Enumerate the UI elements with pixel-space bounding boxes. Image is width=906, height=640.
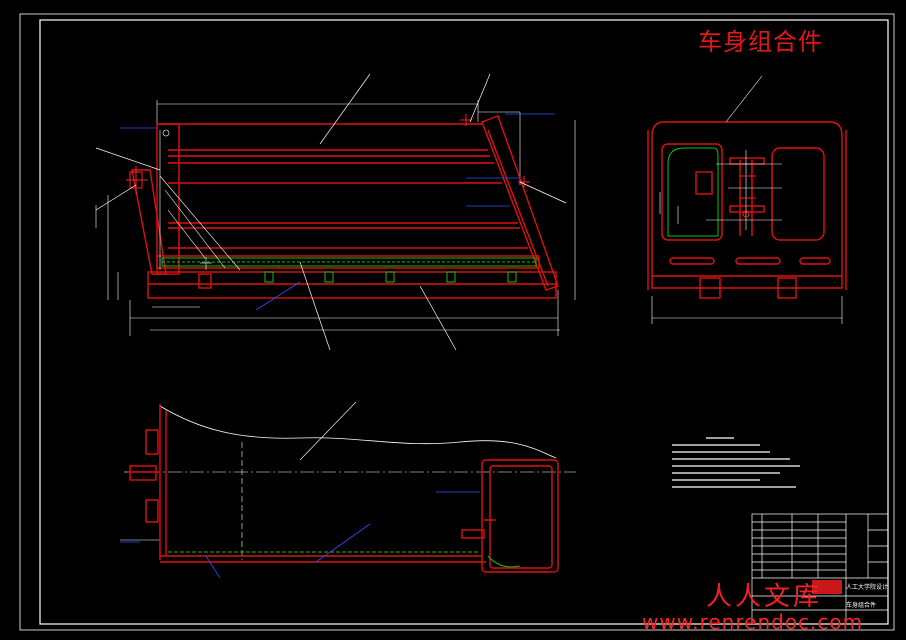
watermark-url: www.renrendoc.com	[642, 610, 864, 634]
side-view-body	[131, 115, 559, 299]
side-view	[95, 73, 576, 351]
front-view-hidden-lines	[667, 147, 719, 237]
front-view-fasteners	[740, 175, 756, 218]
front-view-dimensions	[651, 296, 843, 324]
drawing-frame	[19, 13, 895, 631]
front-view	[647, 75, 847, 324]
side-view-dimensions	[95, 100, 576, 336]
front-view-body	[647, 121, 847, 299]
side-view-hinges	[126, 114, 530, 194]
side-view-hidden-lines	[161, 257, 537, 283]
watermark-text: 人人文库	[706, 582, 823, 612]
top-view-centerlines	[120, 401, 576, 560]
side-view-callouts	[95, 73, 567, 351]
technical-notes	[672, 437, 800, 488]
title-block-logo	[812, 580, 842, 594]
top-view-hidden-lines	[168, 551, 521, 568]
titleblock-part-name: 车身组合件	[846, 602, 877, 609]
title-block	[751, 513, 889, 625]
titleblock-org: 人工大学院设计	[846, 584, 889, 591]
side-view-leaders	[120, 113, 555, 311]
top-view-body	[128, 404, 559, 573]
top-view-leaders	[120, 491, 480, 579]
top-view	[120, 401, 576, 579]
drawing-title: 车身组合件	[698, 28, 823, 56]
side-view-braces	[159, 129, 241, 271]
